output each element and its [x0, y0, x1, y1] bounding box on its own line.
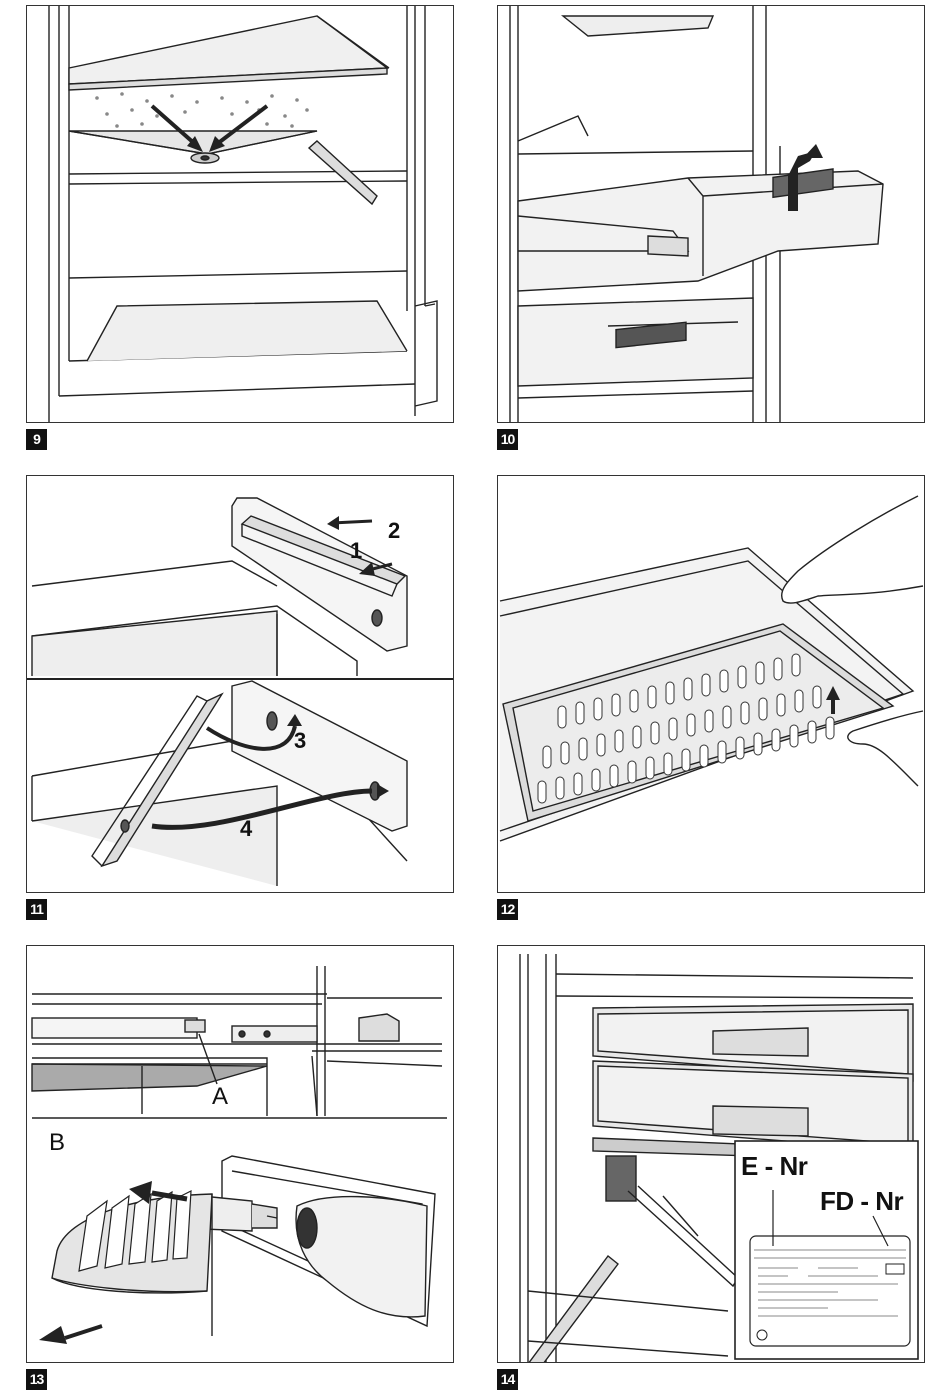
figure-11-number: 11: [26, 899, 47, 920]
callout-3: 3: [294, 728, 306, 754]
figure-14-panel: E - Nr FD - Nr: [497, 945, 925, 1363]
e-nr-label: E - Nr: [741, 1151, 807, 1182]
figure-10-illustration: [498, 6, 925, 423]
callout-A: A: [212, 1083, 228, 1111]
figure-10-panel: [497, 5, 925, 423]
callout-1: 1: [350, 538, 362, 564]
figure-11-panel: 1 2 3 4: [26, 475, 454, 893]
figure-10-number: 10: [497, 429, 518, 450]
figure-9-number: 9: [26, 429, 47, 450]
figure-13-panel: A B: [26, 945, 454, 1363]
figure-14-illustration: [498, 946, 925, 1363]
fd-nr-label: FD - Nr: [820, 1186, 903, 1217]
figure-12-panel: [497, 475, 925, 893]
figure-9-illustration: [27, 6, 454, 423]
callout-2: 2: [388, 518, 400, 544]
callout-B: B: [49, 1129, 65, 1157]
figure-12-illustration: [498, 476, 925, 893]
figure-12-number: 12: [497, 899, 518, 920]
callout-4: 4: [240, 816, 252, 842]
figure-13-illustration: [27, 946, 454, 1363]
figure-14-number: 14: [497, 1369, 518, 1390]
figure-9-panel: [26, 5, 454, 423]
figure-13-number: 13: [26, 1369, 47, 1390]
